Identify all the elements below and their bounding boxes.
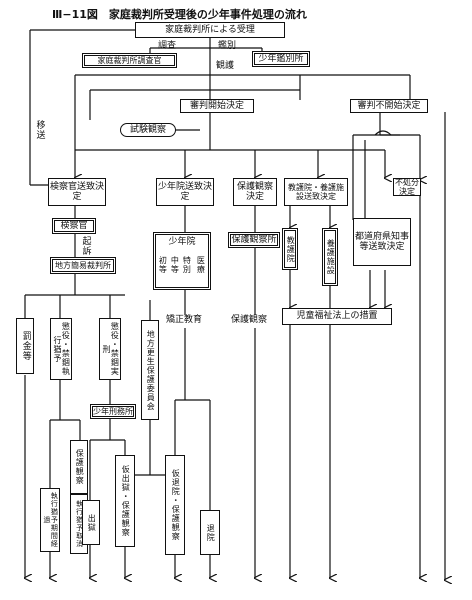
node-shinpan-kaishi: 審判開始決定 — [180, 99, 254, 113]
yougoshisetsu-label: 養護施設 — [326, 239, 336, 275]
node-shiken: 試験観察 — [120, 123, 176, 137]
node-shinpan-fukaishi: 審判不開始決定 — [350, 99, 428, 113]
label-kanbetsu: 鑑別 — [218, 41, 237, 51]
shutsugoku-label: 出獄 — [87, 513, 97, 532]
node-jidou: 児童福祉法上の措置 — [282, 308, 392, 325]
node-karitaiin: 仮退院・保護観察 — [165, 455, 185, 555]
node-jikkei: 懲役・禁錮実刑 — [99, 318, 121, 380]
label-shoto: 初等 — [158, 256, 168, 274]
node-shutsugoku: 出獄 — [82, 500, 100, 545]
node-yougoshisetsu: 養護施設 — [322, 228, 338, 286]
shounenin-label: 少年院 — [168, 237, 196, 247]
node-saibansho: 地方簡易裁判所 — [50, 257, 116, 274]
label-kyousei: 矯正教育 — [166, 315, 203, 325]
node-taiin: 退院 — [200, 510, 220, 555]
node-karishutsugoku: 仮出獄・保護観察 — [115, 455, 135, 547]
label-kango: 観護 — [216, 61, 235, 71]
shikkou-torikeshi-label: 執行猶予取消 — [75, 500, 84, 548]
node-hogokansatsusho: 保護観察所 — [228, 232, 280, 248]
label-chosa: 調査 — [158, 41, 177, 51]
label-iryo: 医療 — [196, 256, 206, 274]
node-kyougo-kettei: 教護院・養護施設送致決定 — [284, 178, 348, 206]
node-kanbetsusho: 少年鑑別所 — [252, 51, 310, 67]
shikkou-keika-label: 執行猶予期間経過 — [43, 492, 59, 548]
node-chosakan: 家庭裁判所調査官 — [82, 53, 177, 68]
node-bakkin: 罰金等 — [16, 318, 34, 374]
node-kensatsukan: 検察官 — [52, 218, 96, 234]
chihou-kousei-label: 地方更生保護委員会 — [146, 329, 156, 411]
node-kensatsu-soti: 検察官送致決定 — [48, 178, 106, 206]
taiin-label: 退院 — [206, 523, 216, 542]
node-shounenin-soti: 少年院送致決定 — [156, 178, 214, 206]
node-shounenin: 少年院 — [153, 232, 211, 290]
node-todofuken-kettei: 都道府県知事等送致決定 — [353, 218, 411, 266]
karitaiin-label: 仮退院・保護観察 — [171, 469, 181, 541]
node-chihou-kousei: 地方更生保護委員会 — [141, 320, 159, 420]
node-hogo-kansatsu-kettei: 保護観察決定 — [233, 178, 277, 206]
node-shikkou-yuyo: 懲役・禁錮執行猶予 — [50, 318, 72, 380]
hogokansatsu2-label: 保護観察 — [75, 449, 85, 485]
label-tokubetsu: 特別 — [182, 256, 192, 274]
node-shikkou-keika: 執行猶予期間経過 — [40, 488, 60, 552]
bakkin-label: 罰金等 — [20, 331, 31, 361]
node-kyougoin: 教護院 — [282, 228, 298, 270]
kyougoin-label: 教護院 — [286, 235, 296, 263]
node-fushobun-kettei: 不処分決定 — [393, 177, 421, 196]
label-kiso: 起訴 — [80, 236, 91, 256]
node-katei: 家庭裁判所による受理 — [135, 22, 285, 38]
diagram-title: Ⅲ−11図 家庭裁判所受理後の少年事件処理の流れ — [52, 8, 307, 21]
karishutsugoku-label: 仮出獄・保護観察 — [121, 465, 131, 537]
node-keimusho: 少年刑務所 — [90, 404, 136, 419]
jikkei-label: 懲役・禁錮実刑 — [102, 322, 120, 376]
label-hogokansatsu: 保護観察 — [231, 315, 268, 325]
shikkou-yuyo-label: 懲役・禁錮執行猶予 — [53, 322, 71, 376]
node-hogokansatsu2: 保護観察 — [70, 440, 88, 494]
label-chuto: 中等 — [170, 256, 180, 274]
label-isou: 移送 — [34, 120, 45, 140]
